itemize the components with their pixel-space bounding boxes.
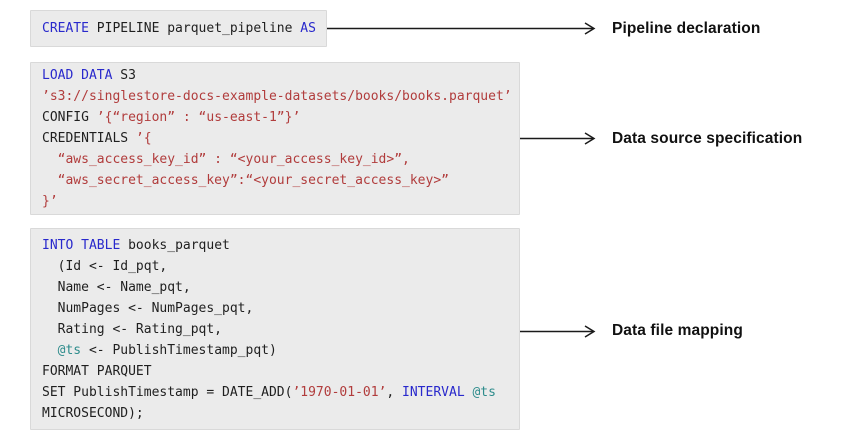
code-token-plain: FORMAT PARQUET [42,363,152,379]
code-token-string: ’1970-01-01’ [292,384,387,400]
code-line: CREATE PIPELINE parquet_pipeline AS [42,18,318,39]
code-line: Name <- Name_pqt, [42,277,511,298]
code-block-data-file-mapping: INTO TABLE books_parquet (Id <- Id_pqt, … [30,228,520,430]
arrow-data-source-specification-icon [520,132,596,145]
annotation-data-source-specification: Data source specification [612,130,803,147]
code-token-plain: Rating <- Rating_pqt, [42,321,223,337]
arrow-data-file-mapping-icon [520,325,596,338]
code-token-plain: , [386,384,403,400]
code-token-string: “aws_access_key_id” : “<your_access_key_… [42,152,410,167]
code-token-plain: (Id <- Id_pqt, [42,258,168,274]
code-token-string: ’s3://singlestore-docs-example-datasets/… [42,89,512,104]
code-token-plain: CREDENTIALS [42,131,136,146]
code-line: FORMAT PARQUET [42,361,511,382]
code-block-pipeline-declaration: CREATE PIPELINE parquet_pipeline AS [30,10,327,47]
code-token-plain: <- PublishTimestamp_pqt) [81,342,277,358]
code-token-plain: NumPages <- NumPages_pqt, [42,300,254,316]
code-token-plain: CONFIG [42,110,97,125]
code-line: INTO TABLE books_parquet [42,235,511,256]
arrow-pipeline-declaration-icon [327,22,596,35]
code-token-variable: @ts [57,342,82,358]
code-line: CONFIG ’{“region” : “us-east-1”}’ [42,107,511,128]
code-line: LOAD DATA S3 [42,65,511,86]
code-token-plain: books_parquet [120,237,230,253]
code-line: Rating <- Rating_pqt, [42,319,511,340]
code-token-keyword: CREATE [42,21,89,36]
code-line: MICROSECOND); [42,403,511,424]
code-token-string: “aws_secret_access_key”:“<your_secret_ac… [42,173,449,188]
code-line: “aws_access_key_id” : “<your_access_key_… [42,149,511,170]
code-token-plain: Name <- Name_pqt, [42,279,191,295]
code-token-plain: MICROSECOND); [42,405,144,421]
annotation-pipeline-declaration: Pipeline declaration [612,20,761,37]
code-line: CREDENTIALS ’{ [42,128,511,149]
code-token-plain: SET PublishTimestamp = DATE_ADD( [42,384,293,400]
annotation-data-file-mapping: Data file mapping [612,322,743,339]
code-token-keyword: AS [300,21,316,36]
code-token-plain [42,343,58,358]
code-line: SET PublishTimestamp = DATE_ADD(’1970-01… [42,382,511,403]
code-token-string: }’ [42,194,58,209]
code-token-string: ’{ [135,131,152,146]
code-line: “aws_secret_access_key”:“<your_secret_ac… [42,170,511,191]
code-token-keyword: INTERVAL [402,384,465,400]
code-token-variable: @ts [472,384,496,400]
code-line: (Id <- Id_pqt, [42,256,511,277]
code-block-data-source-specification: LOAD DATA S3 ’s3://singlestore-docs-examp… [30,62,520,215]
code-line: @ts <- PublishTimestamp_pqt) [42,340,511,361]
code-line: ’s3://singlestore-docs-example-datasets/… [42,86,512,107]
code-token-plain: PIPELINE parquet_pipeline [88,21,301,36]
code-line: }’ [42,191,511,212]
code-token-plain: S3 [112,68,136,83]
code-token-string: ’{“region” : “us-east-1”}’ [96,110,301,125]
code-line: NumPages <- NumPages_pqt, [42,298,511,319]
code-token-keyword: LOAD DATA [42,68,113,83]
code-token-keyword: INTO TABLE [42,237,121,253]
